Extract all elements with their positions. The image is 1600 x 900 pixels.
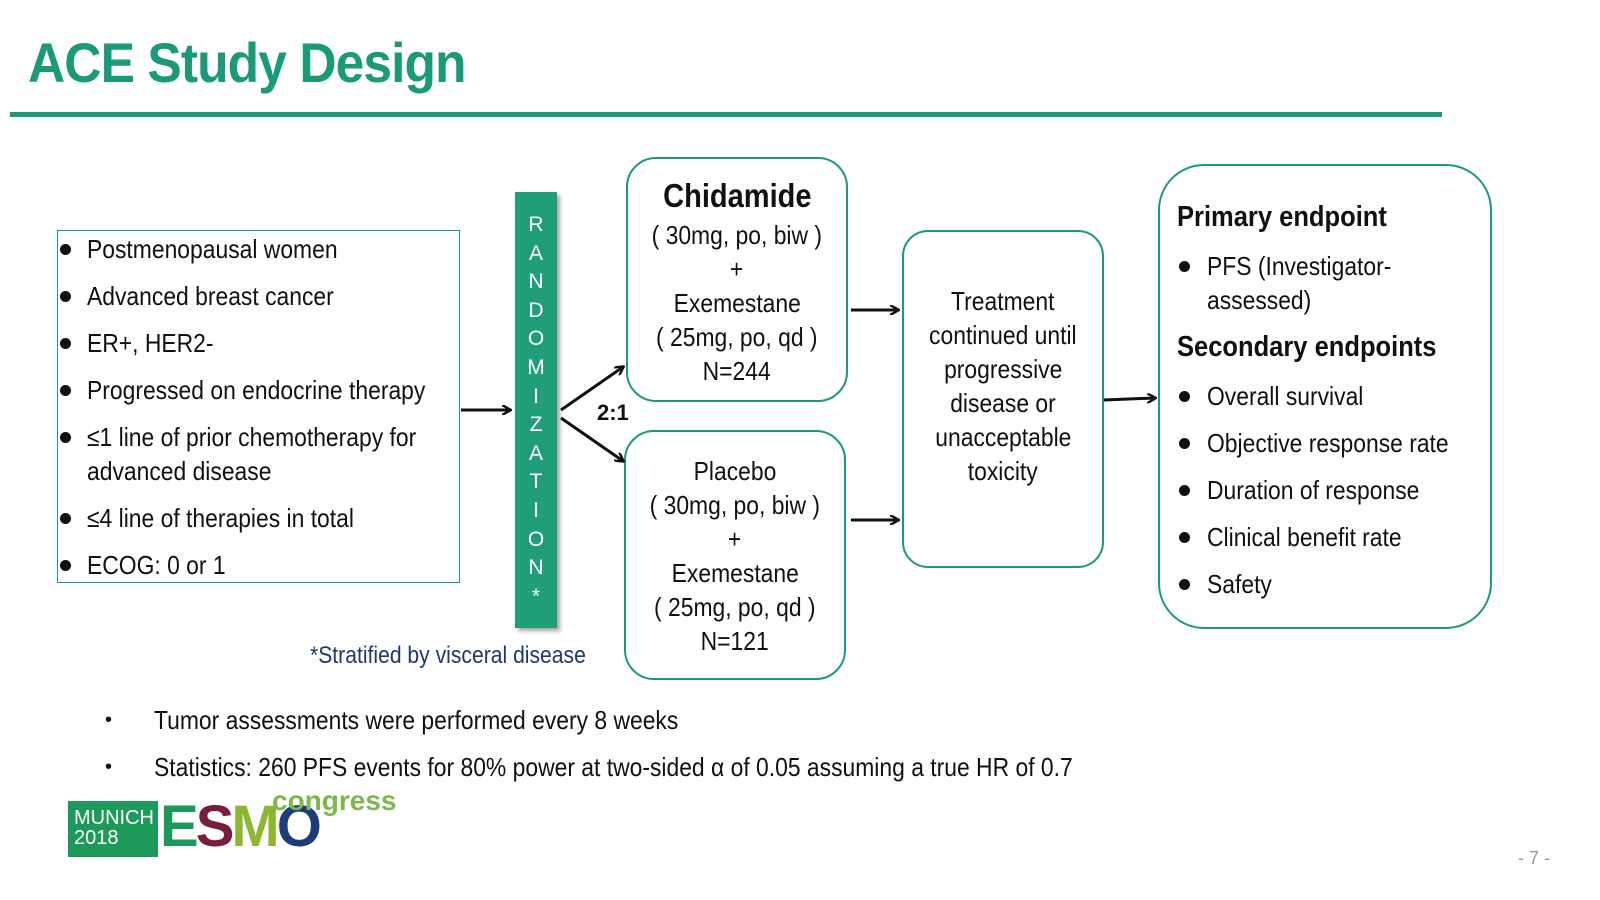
stratification-footnote: *Stratified by visceral disease	[310, 642, 586, 669]
randomization-letter: R	[528, 213, 544, 236]
eligibility-criteria-box: Postmenopausal women Advanced breast can…	[57, 230, 460, 583]
arm-drug2: Exemestane	[671, 558, 799, 588]
arm-dose2: ( 25mg, po, qd )	[654, 592, 816, 622]
bullet-icon	[1179, 261, 1190, 272]
bullet-icon	[60, 432, 71, 443]
arm-plus: +	[730, 254, 744, 284]
secondary-endpoints-heading: Secondary endpoints	[1177, 331, 1437, 363]
placebo-arm-box: Placebo ( 30mg, po, biw ) + Exemestane (…	[624, 430, 846, 680]
randomization-letter: D	[528, 298, 544, 322]
arm-n: N=244	[702, 356, 772, 386]
criteria-text: ≤1 line of prior chemotherapy for	[87, 422, 417, 452]
bullet-icon	[1179, 532, 1190, 543]
arm-drug2: Exemestane	[673, 288, 801, 318]
primary-endpoint-heading: Primary endpoint	[1177, 201, 1387, 233]
chidamide-arm-box: Chidamide ( 30mg, po, biw ) + Exemestane…	[626, 157, 848, 402]
randomization-letter: I	[533, 499, 539, 522]
note-text: Tumor assessments were performed every 8…	[154, 705, 679, 735]
bullet-icon	[1179, 391, 1190, 402]
randomization-letter: T	[529, 470, 543, 494]
randomization-letter: O	[527, 327, 545, 351]
logo-esmo-wordmark: ESMO	[160, 794, 322, 859]
logo-city: MUNICH	[74, 807, 154, 829]
note-text: Statistics: 260 PFS events for 80% power…	[154, 752, 1073, 782]
bullet-icon	[60, 560, 71, 571]
endpoint-text: PFS (Investigator-	[1207, 251, 1392, 281]
bullet-icon	[60, 338, 71, 349]
criteria-text-continued: advanced disease	[87, 456, 272, 486]
arm-plus: +	[728, 524, 742, 554]
endpoint-text: Overall survival	[1207, 381, 1364, 411]
bullet-icon	[60, 291, 71, 302]
endpoint-text-continued: assessed)	[1207, 285, 1312, 315]
treatment-text: unacceptable	[934, 422, 1072, 452]
randomization-letter: N	[528, 556, 544, 580]
randomization-letter: N	[528, 270, 544, 294]
criteria-text: ≤4 line of therapies in total	[87, 503, 354, 533]
arrow-treatment-to-endpoints	[1103, 398, 1155, 400]
endpoint-text: Safety	[1207, 569, 1272, 599]
randomization-letter: M	[527, 356, 545, 379]
endpoint-text: Objective response rate	[1207, 428, 1449, 458]
title-underline	[10, 112, 1442, 117]
randomization-letter: I	[533, 384, 539, 408]
arm-dose: ( 30mg, po, biw )	[649, 490, 821, 520]
arm-n: N=121	[700, 626, 770, 656]
logo-congress: congress	[272, 785, 397, 816]
treatment-text: disease or	[950, 388, 1056, 418]
criteria-text: ER+, HER2-	[87, 328, 214, 358]
bullet-icon: •	[105, 756, 113, 778]
treatment-text: progressive	[943, 354, 1063, 384]
treatment-box: Treatment continued until progressive di…	[902, 230, 1104, 568]
arm-title: Placebo	[693, 456, 777, 486]
criteria-text: Postmenopausal women	[87, 234, 338, 264]
endpoints-box: Primary endpoint PFS (Investigator- asse…	[1158, 164, 1492, 629]
bullet-icon	[60, 385, 71, 396]
endpoint-text: Duration of response	[1207, 475, 1420, 505]
criteria-text: Progressed on endocrine therapy	[87, 375, 426, 405]
bullet-icon	[1179, 579, 1190, 590]
page-number: - 7 -	[1517, 848, 1550, 868]
logo-year: 2018	[74, 827, 119, 849]
randomization-letter: Z	[529, 413, 543, 437]
criteria-text: ECOG: 0 or 1	[87, 550, 226, 580]
treatment-text: continued until	[929, 320, 1077, 350]
arm-dose2: ( 25mg, po, qd )	[656, 322, 818, 352]
bullet-icon: •	[105, 709, 113, 731]
bullet-icon	[60, 513, 71, 524]
arrow-randomization-to-placebo	[560, 416, 623, 461]
arrow-randomization-to-chidamide	[560, 367, 623, 412]
arm-title: Chidamide	[662, 177, 812, 214]
slide-title: ACE Study Design	[28, 31, 466, 94]
randomization-letter: O	[527, 527, 545, 551]
esmo-congress-logo: MUNICH 2018 ESMO congress	[68, 785, 397, 859]
randomization-letter: *	[531, 584, 541, 608]
bullet-icon	[60, 244, 71, 255]
randomization-letter: A	[528, 241, 543, 265]
criteria-text: Advanced breast cancer	[87, 281, 334, 311]
arm-dose: ( 30mg, po, biw )	[651, 220, 823, 250]
bullet-icon	[1179, 485, 1190, 496]
treatment-text: toxicity	[968, 456, 1038, 486]
endpoint-text: Clinical benefit rate	[1207, 522, 1402, 552]
bullet-icon	[1179, 438, 1190, 449]
randomization-letter: A	[528, 441, 543, 465]
randomization-ratio: 2:1	[597, 400, 629, 425]
logo-city-block: MUNICH 2018	[68, 801, 158, 857]
treatment-text: Treatment	[951, 286, 1055, 316]
